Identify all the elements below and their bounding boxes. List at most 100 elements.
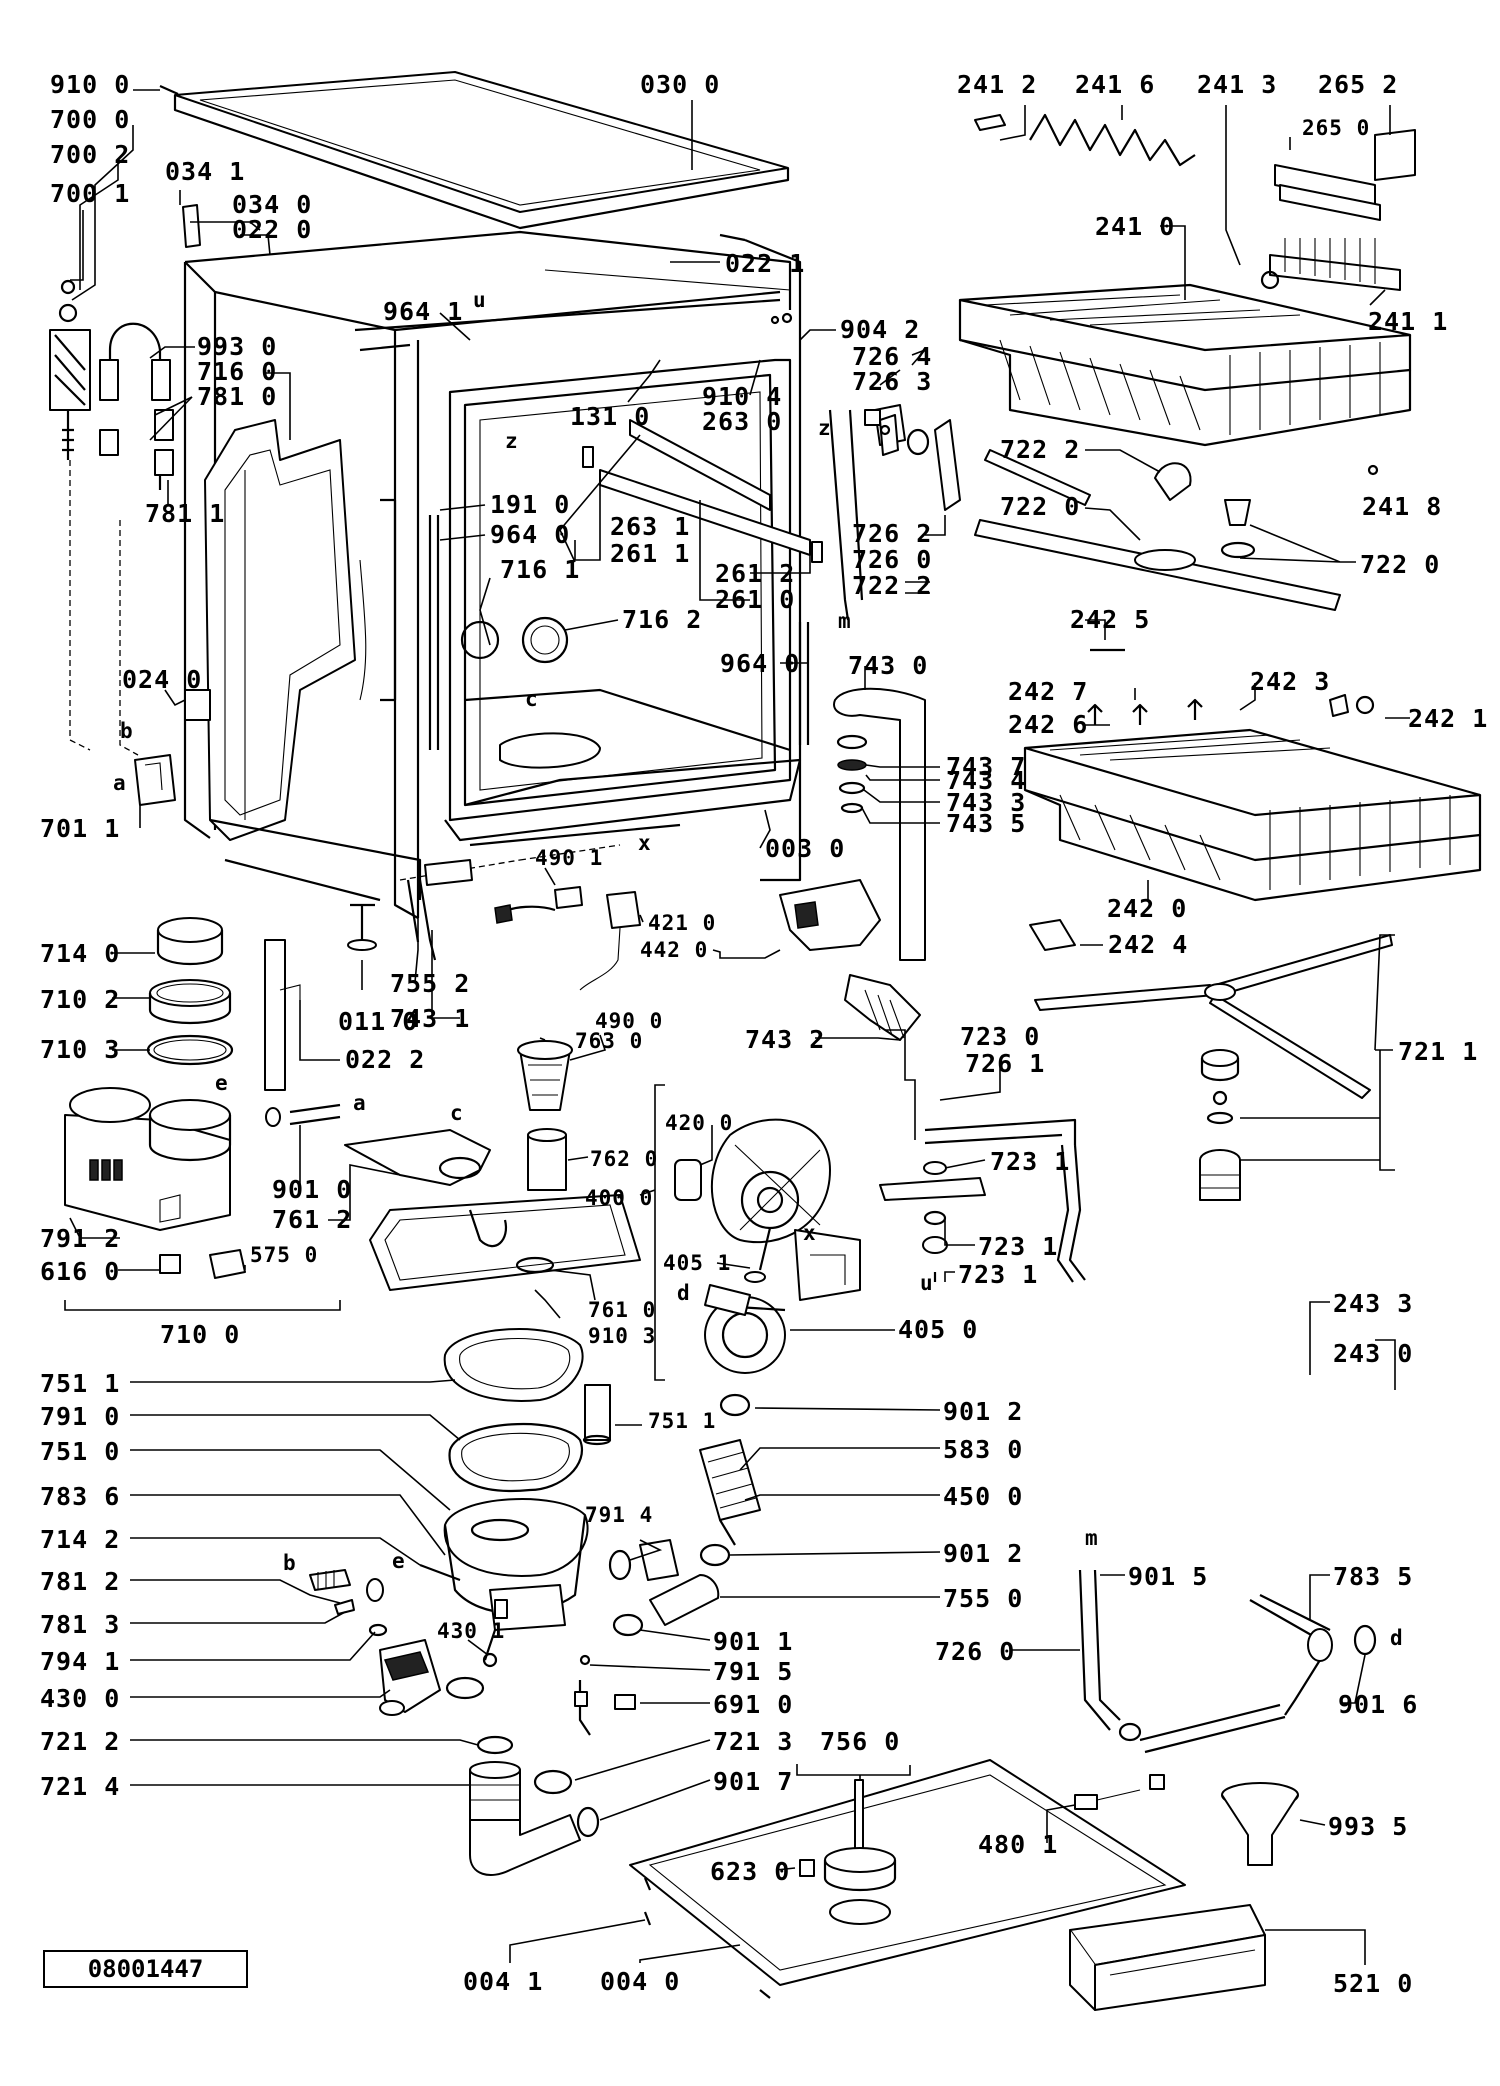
part-label-400-0: 400 0 bbox=[585, 1186, 653, 1210]
part-label-691-0: 691 0 bbox=[713, 1690, 793, 1719]
part-label-430-0: 430 0 bbox=[40, 1684, 120, 1713]
part-label-710-2: 710 2 bbox=[40, 985, 120, 1014]
part-label-743-4: 743 4 bbox=[946, 766, 1026, 795]
part-label-034-1: 034 1 bbox=[165, 157, 245, 186]
part-label-243-3: 243 3 bbox=[1333, 1289, 1413, 1318]
letter-c: c bbox=[525, 687, 539, 711]
part-label-131-0: 131 0 bbox=[570, 402, 650, 431]
part-label-723-1: 723 1 bbox=[978, 1232, 1058, 1261]
part-label-743-5: 743 5 bbox=[946, 809, 1026, 838]
part-label-700-0: 700 0 bbox=[50, 105, 130, 134]
part-label-791-4: 791 4 bbox=[585, 1503, 653, 1527]
part-label-265-0: 265 0 bbox=[1302, 116, 1370, 140]
part-label-242-4: 242 4 bbox=[1108, 930, 1188, 959]
letter-u: u bbox=[473, 288, 487, 312]
part-label-723-1: 723 1 bbox=[990, 1147, 1070, 1176]
part-label-910-3: 910 3 bbox=[588, 1324, 656, 1348]
letter-a: a bbox=[113, 771, 127, 795]
letter-e: e bbox=[215, 1071, 229, 1095]
part-label-261-0: 261 0 bbox=[715, 585, 795, 614]
part-label-751-0: 751 0 bbox=[40, 1437, 120, 1466]
letter-m: m bbox=[838, 609, 852, 633]
part-label-743-7: 743 7 bbox=[946, 752, 1026, 781]
part-label-024-0: 024 0 bbox=[122, 665, 202, 694]
part-label-241-1: 241 1 bbox=[1368, 307, 1448, 336]
part-label-993-5: 993 5 bbox=[1328, 1812, 1408, 1841]
part-label-904-2: 904 2 bbox=[840, 315, 920, 344]
part-label-964-1: 964 1 bbox=[383, 297, 463, 326]
part-label-721-4: 721 4 bbox=[40, 1772, 120, 1801]
part-label-964-0: 964 0 bbox=[490, 520, 570, 549]
part-label-241-2: 241 2 bbox=[957, 70, 1037, 99]
part-label-714-0: 714 0 bbox=[40, 939, 120, 968]
part-label-263-0: 263 0 bbox=[702, 407, 782, 436]
letter-z: z bbox=[818, 416, 832, 440]
part-label-242-0: 242 0 bbox=[1107, 894, 1187, 923]
letter-z: z bbox=[505, 429, 519, 453]
part-label-716-1: 716 1 bbox=[500, 555, 580, 584]
part-label-783-5: 783 5 bbox=[1333, 1562, 1413, 1591]
part-label-755-0: 755 0 bbox=[943, 1584, 1023, 1613]
part-label-583-0: 583 0 bbox=[943, 1435, 1023, 1464]
part-label-265-2: 265 2 bbox=[1318, 70, 1398, 99]
part-label-761-0: 761 0 bbox=[588, 1298, 656, 1322]
part-label-710-0: 710 0 bbox=[160, 1320, 240, 1349]
part-label-263-1: 263 1 bbox=[610, 512, 690, 541]
part-label-751-1: 751 1 bbox=[40, 1369, 120, 1398]
letter-e: e bbox=[392, 1549, 406, 1573]
part-label-575-0: 575 0 bbox=[250, 1243, 318, 1267]
part-label-261-2: 261 2 bbox=[715, 559, 795, 588]
part-label-726-3: 726 3 bbox=[852, 367, 932, 396]
part-label-743-0: 743 0 bbox=[848, 651, 928, 680]
part-label-901-2: 901 2 bbox=[943, 1539, 1023, 1568]
part-label-722-2: 722 2 bbox=[852, 571, 932, 600]
part-label-901-5: 901 5 bbox=[1128, 1562, 1208, 1591]
part-label-521-0: 521 0 bbox=[1333, 1969, 1413, 1998]
part-label-783-6: 783 6 bbox=[40, 1482, 120, 1511]
part-label-716-2: 716 2 bbox=[622, 605, 702, 634]
part-label-004-1: 004 1 bbox=[463, 1967, 543, 1996]
part-label-993-0: 993 0 bbox=[197, 332, 277, 361]
part-labels: 910 0 700 0 700 2 700 1 034 1 034 0 022 … bbox=[40, 70, 1488, 1998]
part-label-011-0: 011 0 bbox=[338, 1007, 418, 1036]
connector-letters: u z z m c b a x a e c x d u b e m d bbox=[113, 288, 1404, 1650]
part-label-781-3: 781 3 bbox=[40, 1610, 120, 1639]
letter-b: b bbox=[120, 719, 134, 743]
part-label-241-6: 241 6 bbox=[1075, 70, 1155, 99]
part-label-405-0: 405 0 bbox=[898, 1315, 978, 1344]
leader-lines bbox=[69, 89, 1410, 1965]
part-label-726-2: 726 2 bbox=[852, 519, 932, 548]
part-label-781-0: 781 0 bbox=[197, 382, 277, 411]
letter-x: x bbox=[803, 1221, 817, 1245]
part-label-242-6: 242 6 bbox=[1008, 710, 1088, 739]
part-label-791-2: 791 2 bbox=[40, 1224, 120, 1253]
part-label-743-2: 743 2 bbox=[745, 1025, 825, 1054]
letter-a: a bbox=[353, 1091, 367, 1115]
letter-d: d bbox=[1390, 1626, 1404, 1650]
part-label-721-1: 721 1 bbox=[1398, 1037, 1478, 1066]
part-label-791-5: 791 5 bbox=[713, 1657, 793, 1686]
part-label-420-0: 420 0 bbox=[665, 1111, 733, 1135]
part-label-242-1: 242 1 bbox=[1408, 704, 1488, 733]
part-label-901-6: 901 6 bbox=[1338, 1690, 1418, 1719]
part-label-241-8: 241 8 bbox=[1362, 492, 1442, 521]
part-label-781-2: 781 2 bbox=[40, 1567, 120, 1596]
part-label-726-1: 726 1 bbox=[965, 1049, 1045, 1078]
part-label-743-1: 743 1 bbox=[390, 1004, 470, 1033]
part-label-964-0: 964 0 bbox=[720, 649, 800, 678]
part-label-743-3: 743 3 bbox=[946, 788, 1026, 817]
part-label-191-0: 191 0 bbox=[490, 490, 570, 519]
part-label-726-4: 726 4 bbox=[852, 342, 932, 371]
part-label-700-1: 700 1 bbox=[50, 179, 130, 208]
part-label-004-0: 004 0 bbox=[600, 1967, 680, 1996]
part-label-910-4: 910 4 bbox=[702, 382, 782, 411]
letter-u: u bbox=[920, 1271, 934, 1295]
part-label-480-1: 480 1 bbox=[978, 1830, 1058, 1859]
letter-b: b bbox=[283, 1551, 297, 1575]
part-label-722-0: 722 0 bbox=[1000, 492, 1080, 521]
part-label-723-1: 723 1 bbox=[958, 1260, 1038, 1289]
part-label-721-3: 721 3 bbox=[713, 1727, 793, 1756]
part-label-716-0: 716 0 bbox=[197, 357, 277, 386]
part-label-442-0: 442 0 bbox=[640, 938, 708, 962]
